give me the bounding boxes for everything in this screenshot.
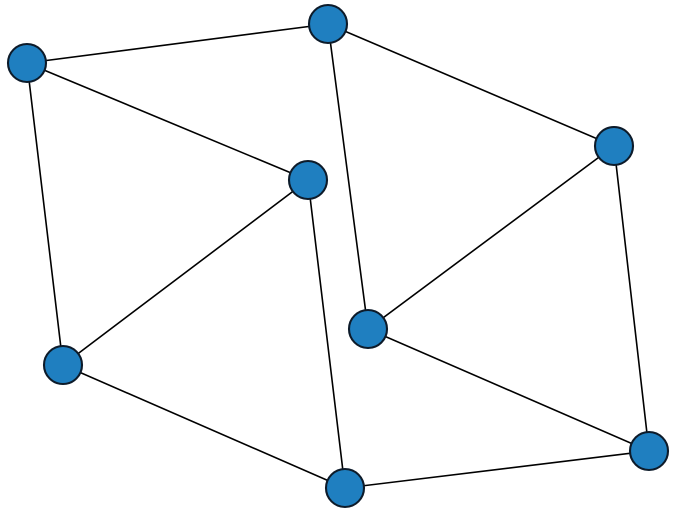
graph-edge [62, 179, 309, 366]
graph-node-circle[interactable] [593, 125, 635, 167]
graph-node-circle[interactable] [287, 159, 329, 201]
graph-edge [26, 62, 309, 181]
graph-edge [344, 450, 650, 489]
node-layer [6, 3, 670, 509]
graph-node-circle[interactable] [6, 42, 48, 84]
graph-node-circle[interactable] [42, 344, 84, 386]
graph-node-circle[interactable] [324, 467, 366, 509]
graph-node-circle[interactable] [347, 308, 389, 350]
graph-node[interactable] [593, 125, 635, 167]
graph-node-circle[interactable] [307, 3, 349, 45]
graph-node[interactable] [287, 159, 329, 201]
graph-node[interactable] [347, 308, 389, 350]
graph-edge [367, 328, 650, 452]
graph-edge [62, 364, 346, 489]
graph-node[interactable] [324, 467, 366, 509]
graph-edge [26, 23, 329, 64]
graph-node[interactable] [42, 344, 84, 386]
graph-node[interactable] [6, 42, 48, 84]
graph-edge [613, 145, 650, 452]
graph-edge [327, 23, 369, 330]
graph-edge [26, 62, 64, 366]
graph-node[interactable] [628, 430, 670, 472]
graph-edge [367, 145, 615, 330]
edge-layer [26, 23, 650, 489]
graph-edge [307, 179, 346, 489]
graph-edge [327, 23, 615, 147]
graph-node[interactable] [307, 3, 349, 45]
graph-node-circle[interactable] [628, 430, 670, 472]
